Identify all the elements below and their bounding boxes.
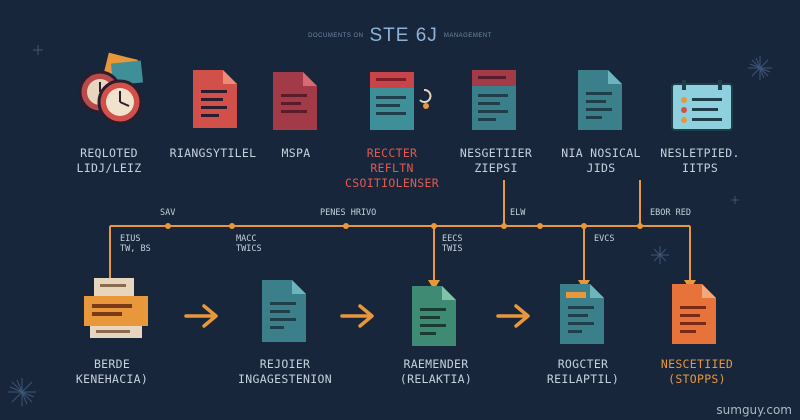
connector-label: EBOR RED: [650, 208, 691, 218]
red-doc-icon: [193, 70, 237, 128]
diagram-title: STE 6J: [369, 25, 438, 46]
label-line: EIUS: [120, 234, 141, 244]
watermark-text: sumguy.com: [716, 403, 792, 417]
label-line: JIDS: [586, 161, 616, 175]
label-line: NIA NOSICAL: [561, 146, 641, 160]
label-line: (STOPPS): [668, 372, 726, 386]
label-line: ROGCTER: [557, 357, 609, 371]
label-line: EVCS: [594, 234, 615, 244]
label-line: LIDJ/LEIZ: [76, 161, 142, 175]
teal-clip-doc-icon: [560, 284, 604, 344]
label-line: NESGETIIER: [459, 146, 533, 160]
connector-label: SAV: [160, 208, 175, 218]
arrow-right-icon: [496, 304, 530, 328]
label-line: NESLETPIED.: [660, 146, 740, 160]
label-line: BERDE: [93, 357, 131, 371]
label-line: MSPA: [281, 146, 311, 160]
label-line: KENEHACIA): [75, 372, 149, 386]
label-line: MACC: [236, 234, 257, 244]
label-line: PENES HRIVO: [320, 208, 377, 218]
top-step-label: RIANGSYTILEL: [170, 146, 257, 161]
label-line: REFLTN: [370, 161, 414, 175]
connector-label: EVCS: [594, 234, 614, 244]
label-line: REILAPTIL): [546, 372, 620, 386]
label-line: SAV: [160, 208, 176, 218]
label-line: CSOITIOLENSER: [345, 176, 439, 190]
label-line: TWICS: [236, 244, 262, 254]
teal-doc-icon: [262, 280, 306, 342]
teal-doc-on-red-icon: [370, 72, 432, 130]
arrow-right-icon: [184, 304, 218, 328]
flow-arrows: [184, 304, 530, 328]
label-line: RIANGSYTILEL: [169, 146, 257, 160]
label-line: TWIS: [442, 244, 463, 254]
label-line: INGAGESTENION: [238, 372, 332, 386]
label-line: IITPS: [681, 161, 719, 175]
connector-label: ELW: [510, 208, 525, 218]
connector-label: PENES HRIVO: [320, 208, 376, 218]
orange-doc-icon: [672, 284, 716, 344]
label-line: TW, BS: [120, 244, 151, 254]
orange-stack-icon: [84, 278, 148, 338]
label-line: REJOIER: [259, 357, 311, 371]
label-line: ELW: [510, 208, 526, 218]
label-line: (RELAKTIA): [399, 372, 473, 386]
label-line: EECS: [442, 234, 463, 244]
label-line: REQLOTED: [80, 146, 138, 160]
bottom-step-label: NESCETIIED(STOPPS): [661, 357, 733, 387]
connector-dots: [165, 223, 643, 229]
clipboard-icon: [671, 80, 733, 131]
teal-doc-icon: [578, 70, 622, 130]
teal-doc-on-maroon-icon: [472, 70, 516, 130]
connector-lines: [109, 180, 691, 282]
label-line: ZIEPSI: [474, 161, 518, 175]
diagram-header: DOCUMENTS ON STE 6J MANAGEMENT: [308, 25, 492, 47]
green-doc-icon: [412, 286, 456, 346]
header-right-caption: MANAGEMENT: [443, 33, 492, 39]
label-line: RAEMENDER: [403, 357, 469, 371]
label-line: EBOR RED: [650, 208, 691, 218]
label-line: RECCTER: [366, 146, 418, 160]
maroon-doc-icon: [273, 72, 317, 130]
arrow-right-icon: [340, 304, 374, 328]
label-line: NESCETIIED: [660, 357, 734, 371]
clock-stack-icon: [78, 52, 144, 125]
top-step-label: MSPA: [282, 146, 311, 161]
top-step-label: NESLETPIED.IITPS: [660, 146, 739, 176]
header-left-caption: DOCUMENTS ON: [308, 33, 364, 39]
arrowheads-down: [104, 280, 696, 290]
bottom-step-label: RAEMENDER(RELAKTIA): [400, 357, 472, 387]
decorative-stars: [8, 45, 772, 406]
